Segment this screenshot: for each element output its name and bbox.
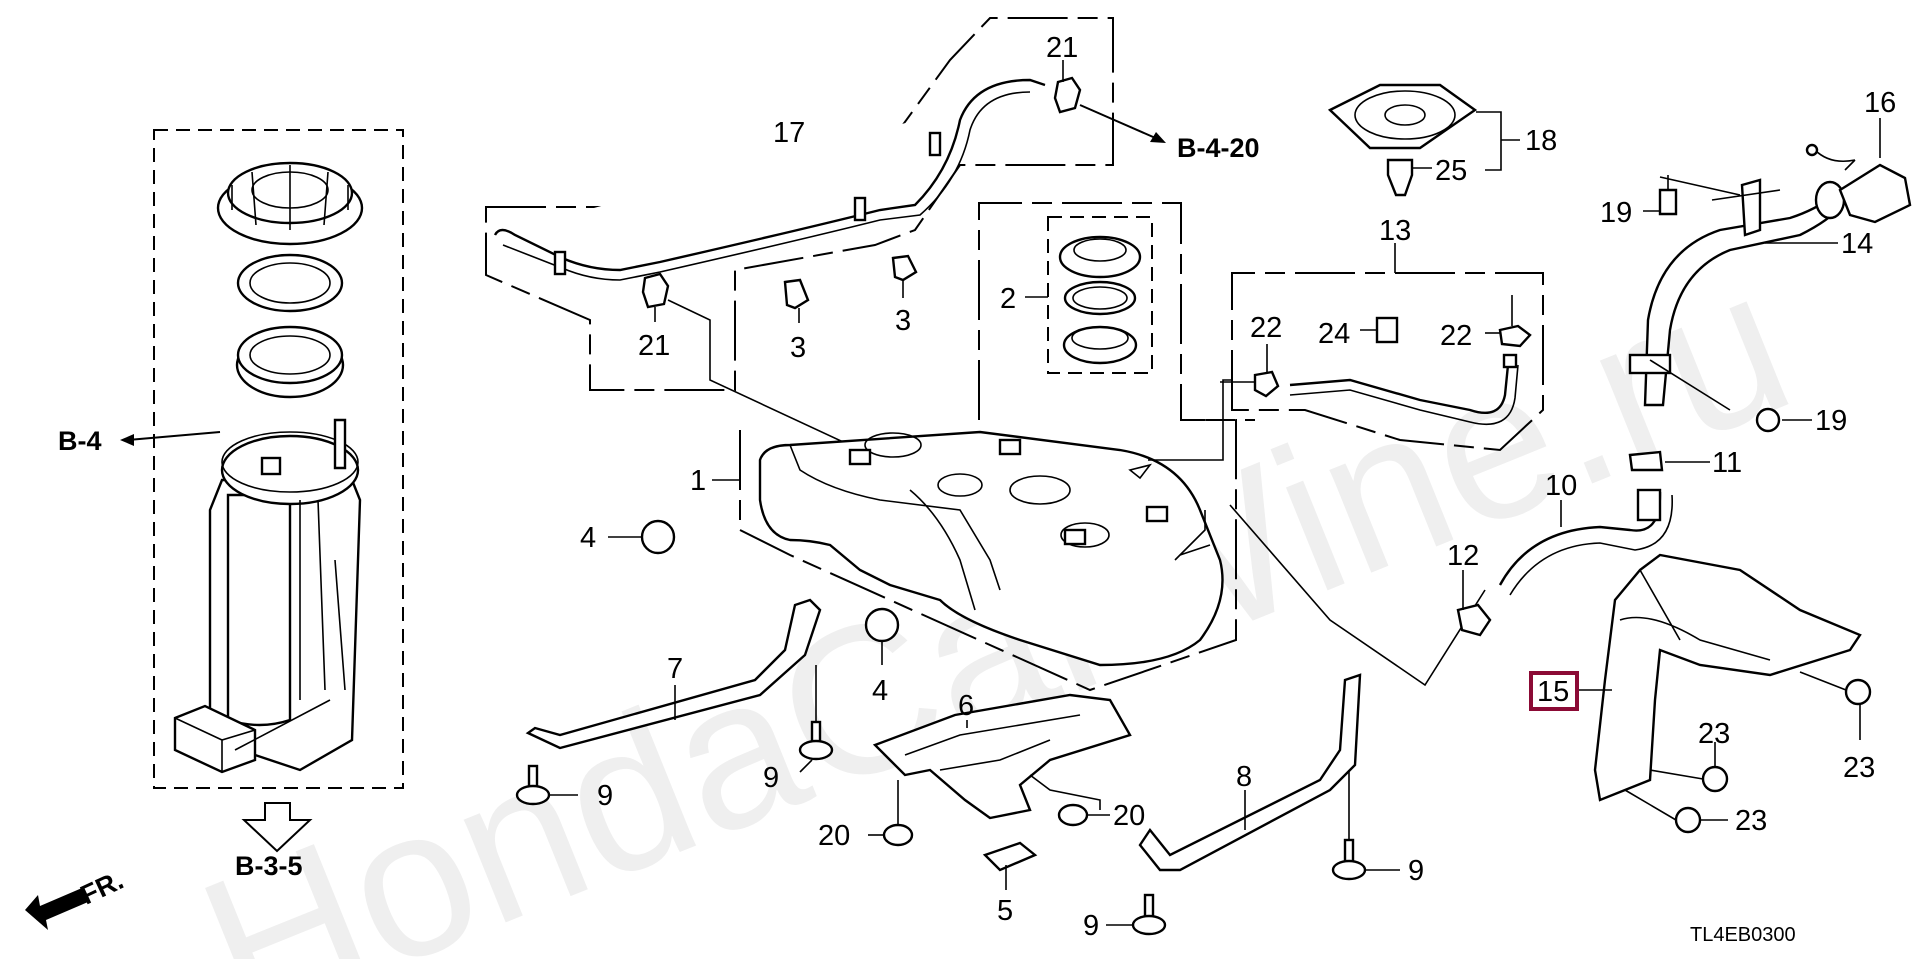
- clip-3-left: [783, 278, 810, 310]
- b3-5-down-arrow-icon: [241, 802, 313, 853]
- bolt-9-c: [1331, 838, 1367, 881]
- drawing-code: TL4EB0300: [1690, 924, 1796, 946]
- tube-clip-21-lower: [641, 272, 670, 309]
- b4-20-leader-line: [1079, 104, 1161, 141]
- callout-21-lower[interactable]: 21: [638, 330, 670, 362]
- callout-19-lower[interactable]: 19: [1815, 405, 1847, 437]
- callout-18[interactable]: 18: [1525, 125, 1557, 157]
- callout-9-c[interactable]: 9: [1408, 855, 1424, 887]
- callout-20-right[interactable]: 20: [1113, 800, 1145, 832]
- callout-15[interactable]: 15: [1537, 676, 1569, 708]
- clip-20-left: [882, 823, 914, 847]
- clip-23-lower: [1674, 806, 1702, 834]
- b4-arrowhead: [120, 434, 134, 446]
- callout-20-left[interactable]: 20: [818, 820, 850, 852]
- hose-clamp-22-right: [1498, 324, 1532, 348]
- fuel-pump-lock-ring: [216, 161, 364, 246]
- reference-b4-20[interactable]: B-4-20: [1177, 133, 1260, 163]
- bumper-stop-4-upper: [640, 519, 676, 555]
- clip-25: [1386, 158, 1414, 197]
- front-direction-indicator: FR.: [25, 865, 128, 930]
- callout-9-b[interactable]: 9: [763, 762, 779, 794]
- callout-6[interactable]: 6: [958, 690, 974, 722]
- reference-b4[interactable]: B-4: [58, 426, 102, 456]
- callout-5[interactable]: 5: [997, 895, 1013, 927]
- fuel-tank-group-box: [739, 419, 1237, 692]
- clip-20-right: [1057, 803, 1089, 827]
- front-arrow-icon: [25, 888, 88, 930]
- callout-12[interactable]: 12: [1447, 540, 1479, 572]
- fuel-pump-gasket: [236, 253, 344, 313]
- breather-tube: [1289, 353, 1519, 426]
- callout-4-lower[interactable]: 4: [872, 675, 888, 707]
- reference-b3-5[interactable]: B-3-5: [235, 851, 303, 881]
- evap-canister-protector: [1327, 83, 1478, 150]
- fuel-pump-module-group-box: [153, 129, 404, 789]
- callout-9-d[interactable]: 9: [1083, 910, 1099, 942]
- bolt-19-upper: [1658, 188, 1678, 216]
- callout-7[interactable]: 7: [667, 653, 683, 685]
- clip-23-right: [1844, 678, 1872, 706]
- callout-4-upper[interactable]: 4: [580, 522, 596, 554]
- hose-clamp-12: [1456, 603, 1492, 637]
- callout-23-right[interactable]: 23: [1843, 752, 1875, 784]
- tube-clip-21-upper: [1053, 76, 1082, 114]
- tank-upper-group-box: [978, 202, 1255, 421]
- callout-23-middle[interactable]: 23: [1698, 718, 1730, 750]
- callout-11[interactable]: 11: [1712, 447, 1742, 479]
- clip-3-right: [891, 254, 918, 282]
- callout-14[interactable]: 14: [1841, 228, 1873, 260]
- seal-kit-group-box: [1047, 216, 1153, 374]
- bumper-stop-4-lower: [864, 607, 900, 643]
- callout-16[interactable]: 16: [1864, 87, 1896, 119]
- hose-clamp-11: [1628, 450, 1664, 472]
- callout-22-right[interactable]: 22: [1440, 320, 1472, 352]
- fuel-pump-seal-ring: [235, 325, 345, 399]
- callout-2[interactable]: 2: [1000, 283, 1016, 315]
- bolt-9-d: [1131, 893, 1167, 936]
- clip-5: [982, 841, 1038, 872]
- callout-3-left[interactable]: 3: [790, 332, 806, 364]
- fuel-pump-module: [173, 418, 362, 774]
- callout-25[interactable]: 25: [1435, 155, 1467, 187]
- tank-band-7: [525, 598, 822, 750]
- callout-21-upper[interactable]: 21: [1046, 32, 1078, 64]
- lock-ring-seal-kit: [1058, 235, 1142, 365]
- filler-hose-10: [1498, 488, 1673, 596]
- highlighted-part-box: [1529, 671, 1579, 711]
- fuel-tank: [758, 430, 1224, 667]
- fuel-filler-cap: [1805, 143, 1912, 224]
- evap-vent-tube: [493, 78, 1046, 281]
- bolt-9-a: [515, 764, 551, 806]
- callout-13[interactable]: 13: [1379, 215, 1411, 247]
- callout-17[interactable]: 17: [773, 117, 805, 149]
- connector-24: [1375, 316, 1399, 344]
- callout-9-a[interactable]: 9: [597, 780, 613, 812]
- tank-band-8: [1138, 673, 1362, 872]
- callout-1[interactable]: 1: [690, 465, 706, 497]
- breather-tube-group-box: [1231, 272, 1544, 452]
- callout-19-upper[interactable]: 19: [1600, 197, 1632, 229]
- callout-8[interactable]: 8: [1236, 761, 1252, 793]
- callout-24[interactable]: 24: [1318, 318, 1350, 350]
- splash-shield-15: [1593, 553, 1862, 802]
- b4-leader-line: [127, 431, 221, 441]
- callout-23-lower[interactable]: 23: [1735, 805, 1767, 837]
- callout-10[interactable]: 10: [1545, 470, 1577, 502]
- clip-23-middle: [1701, 765, 1729, 793]
- hose-clamp-22-left: [1253, 370, 1280, 398]
- heat-shield-6: [872, 693, 1132, 820]
- callout-22-left[interactable]: 22: [1250, 312, 1282, 344]
- callout-labels: 1 2 3 3 4 4 5 6 7 8 9 9 9 9 10 11 12 13 …: [580, 32, 1896, 942]
- callout-3-right[interactable]: 3: [895, 305, 911, 337]
- bolt-19-lower: [1755, 407, 1781, 433]
